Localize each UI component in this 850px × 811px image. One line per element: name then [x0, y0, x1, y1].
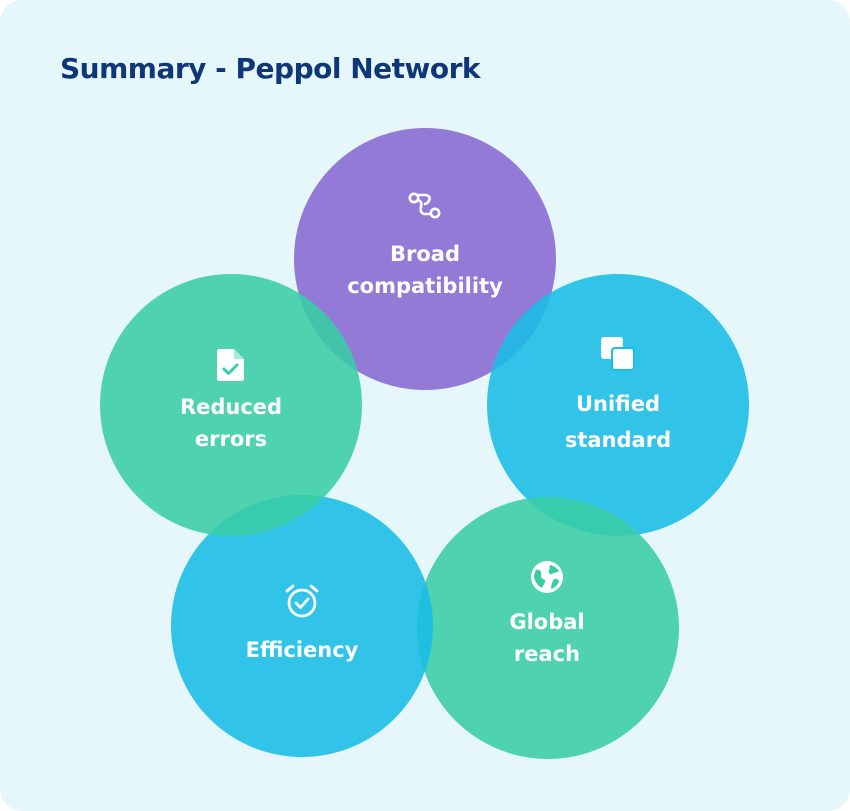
label-unified-standard: Unified standard — [528, 386, 708, 458]
page-title: Summary - Peppol Network — [60, 52, 481, 85]
label-line: errors — [194, 427, 268, 451]
circle-global-reach — [417, 497, 679, 759]
label-line: reach — [513, 642, 581, 666]
overlapping-squares-icon — [600, 336, 636, 372]
label-broad-compatibility: Broad compatibility — [335, 238, 515, 302]
globe-icon — [530, 560, 564, 594]
circle-unified-standard — [487, 274, 749, 536]
label-line: standard — [564, 428, 672, 452]
label-line: Unified — [575, 392, 661, 416]
label-reduced-errors: Reduced errors — [141, 391, 321, 455]
label-line: Broad — [390, 242, 460, 266]
label-line: compatibility — [347, 274, 503, 298]
circle-reduced-errors — [100, 274, 362, 536]
label-global-reach: Global reach — [457, 606, 637, 670]
route-icon — [408, 191, 442, 221]
label-line: Global — [509, 610, 585, 634]
document-check-icon — [216, 348, 246, 382]
label-line: Efficiency — [245, 638, 359, 662]
label-line: Reduced — [179, 395, 283, 419]
circle-efficiency — [171, 495, 433, 757]
label-efficiency: Efficiency — [212, 634, 392, 666]
alarm-clock-check-icon — [284, 583, 320, 619]
